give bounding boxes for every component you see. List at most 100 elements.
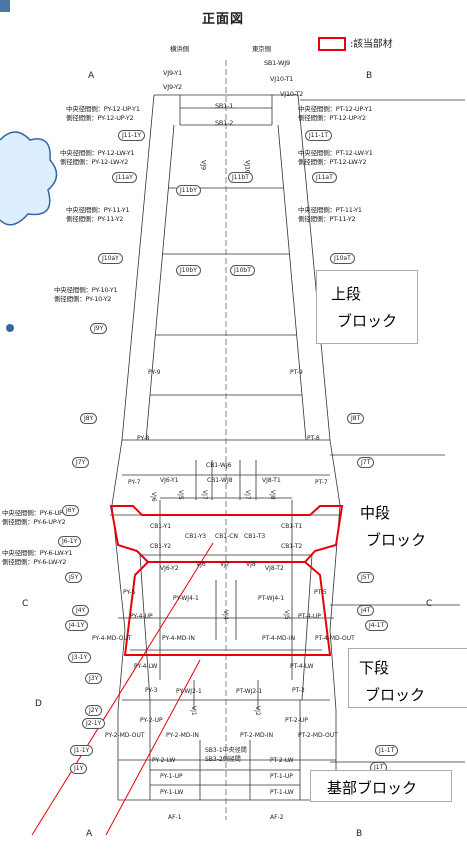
label-py-2-md-out: PY-2-MD-OUT: [105, 732, 145, 739]
label-vj8: VJ8: [269, 490, 276, 500]
label-vj9: VJ9: [199, 160, 208, 170]
label-vj4: VJ4: [222, 610, 229, 620]
label-cb1-y2: CB1-Y2: [150, 543, 172, 550]
label-vj10-t1: VJ10-T1: [270, 75, 294, 83]
joint-j4-1t: J4-1T: [365, 620, 389, 631]
label-vj1: VJ1: [190, 706, 197, 716]
label-py-2-md-in: PY-2-MD-IN: [166, 732, 199, 739]
joint-j11-1t: J11-1T: [305, 130, 333, 141]
label-vj9-y1: VJ9-Y1: [163, 69, 182, 77]
label-pt-wj4-1: PT-WJ4-1: [258, 595, 285, 602]
joint-j10ay: J10aY: [98, 253, 123, 264]
label-cb1-t1: CB1-T1: [281, 523, 303, 530]
label-py-wj2-1: PY-WJ2-1: [176, 688, 202, 695]
label-pt-wj2-1: PT-WJ2-1: [236, 688, 263, 695]
panel-pt1lw: PT-1-LW: [270, 789, 294, 796]
joint-j5y: J5Y: [65, 572, 83, 583]
joint-j10by: J10bY: [176, 265, 201, 276]
label-py-4-md-in: PY-4-MD-IN: [162, 635, 195, 642]
panel-pt8: PT-8: [307, 435, 320, 442]
bubble-dot: [6, 324, 14, 332]
label-pt-2-md-in: PT-2-MD-IN: [240, 732, 274, 739]
label-vj6-y2: VJ6-Y2: [160, 565, 179, 572]
joint-j11-1y: J11-1Y: [118, 130, 146, 141]
label-py-2-up: PY-2-UP: [140, 717, 163, 724]
panel-py1lw: PY-1-LW: [160, 789, 184, 796]
label-vj10-t2: VJ10-T2: [280, 90, 304, 98]
joint-j4t: J4T: [357, 605, 375, 616]
label-vj7: VJ7: [201, 490, 208, 500]
joint-j2-1y: J2-1Y: [82, 718, 106, 729]
panel-py7: PY-7: [128, 479, 141, 486]
label-vj2: VJ2: [254, 706, 261, 716]
label-pt-2-lw: PT-2-LW: [270, 757, 294, 764]
panel-py3: PY-3: [145, 687, 158, 694]
thumbnail-image: [0, 0, 10, 12]
label-cb1-cn: CB1-CN: [215, 533, 238, 540]
upper-block-box: 上段 ブロック: [316, 270, 418, 344]
mark-b-bottom: B: [356, 829, 362, 839]
panel-py1up: PY-1-UP: [160, 773, 183, 780]
mark-d-left: D: [35, 699, 42, 709]
label-vj5b: VJ5: [283, 610, 290, 620]
label-vj7b: VJ7: [244, 490, 251, 500]
label-pt-4-up: PT-4-UP: [298, 613, 321, 620]
label-pt-4-lw: PT-4-LW: [290, 663, 314, 670]
label-py-4-lw: PY-4-LW: [134, 663, 158, 670]
panel-pt3: PT-3: [292, 687, 305, 694]
lower-block-box: 下段 ブロック: [348, 648, 467, 708]
label-vj8b: VJ8: [246, 561, 256, 568]
joint-j1-1y: J1-1Y: [70, 745, 94, 756]
label-sb1-1: SB1-1: [215, 102, 234, 110]
joint-j11ay: J11aY: [112, 172, 137, 183]
label-pt-2-up: PT-2-UP: [285, 717, 308, 724]
middle-block-box: 中段 ブロック: [346, 490, 466, 552]
joint-j6y: J6Y: [62, 505, 80, 516]
joint-j5t: J5T: [357, 572, 375, 583]
label-pt-4-md-out: PT-4-MD-OUT: [315, 635, 355, 642]
label-vj9-y2: VJ9-Y2: [163, 83, 182, 91]
panel-pt5: PT-5: [314, 589, 327, 596]
base-block-box: 基部ブロック: [310, 770, 452, 802]
panel-pt9: PT-9: [290, 369, 303, 376]
label-py-wj4-1: PY-WJ4-1: [173, 595, 199, 602]
label-sb1-2: SB1-2: [215, 119, 234, 127]
panel-af1: AF-1: [168, 814, 182, 821]
label-cb1-t2: CB1-T2: [281, 543, 303, 550]
joint-j7y: J7Y: [72, 457, 90, 468]
panel-af2: AF-2: [270, 814, 284, 821]
panel-py8: PY-8: [137, 435, 150, 442]
label-cb1-y3: CB1-Y3: [185, 533, 207, 540]
joint-j3y: J3Y: [85, 673, 103, 684]
mark-b: B: [366, 71, 372, 81]
joint-j6-1y: J6-1Y: [58, 536, 82, 547]
label-py-4-md-out: PY-4-MD-OUT: [92, 635, 132, 642]
joint-j1y: J1Y: [70, 763, 88, 774]
label-py-4-up: PY-4-UP: [130, 613, 153, 620]
label-cb1-wj8: CB1-WJ8: [207, 477, 233, 484]
joint-j3-1y: J3-1Y: [68, 652, 92, 663]
callout-cloud: [0, 131, 58, 226]
panel-pt7: PT-7: [315, 479, 328, 486]
label-pt-2-md-out: PT-2-MD-OUT: [298, 732, 338, 739]
label-vj8-t1: VJ8-T1: [262, 477, 281, 484]
mark-a-bottom: A: [86, 829, 92, 839]
label-vj10: VJ10: [243, 160, 252, 174]
label-cb1-wj6: CB1-WJ6: [206, 462, 232, 469]
mark-a: A: [88, 71, 94, 81]
label-vj7c: VJ7: [220, 561, 230, 568]
drawing-title: 正面図: [202, 12, 245, 27]
legend-label: :該当部材: [350, 39, 393, 50]
panel-py5: PY-5: [123, 589, 136, 596]
joint-j1-1t: J1-1T: [375, 745, 399, 756]
